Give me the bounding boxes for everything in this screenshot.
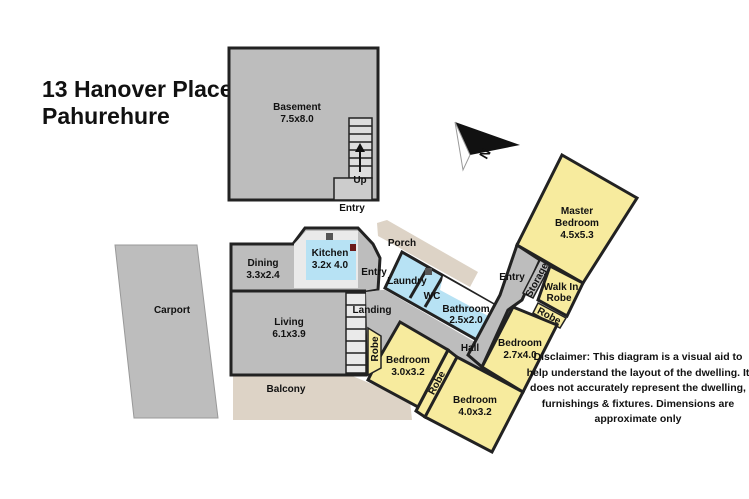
basement-entry-label: Entry [339,203,365,214]
carport [114,244,219,419]
bathroom-label: Bathroom [442,304,489,315]
dining-dims: 3.3x2.4 [246,270,280,281]
bedroom-3-robe-label: Robe [370,336,381,361]
bedroom-4-dims: 4.0x3.2 [458,407,492,418]
hall-label: Hall [461,343,480,354]
porch [377,220,478,287]
disclaimer: Disclaimer: This diagram is a visual aid… [526,351,749,425]
basement-stairs [348,117,373,179]
landing-label: Landing [353,305,392,316]
walkin-label-2: Robe [547,293,572,304]
bedroom-wing: Entry Master Bedroom 4.5x5.3 Storage Wal… [366,152,640,455]
hall [368,290,500,368]
wing-entry-label: Entry [499,272,525,283]
living-dims: 6.1x3.9 [272,329,306,340]
balcony-label: Balcony [267,384,306,395]
dining-label: Dining [247,258,278,269]
laundry-label: Laundry [387,276,427,287]
kitchen-dims: 3.2x 4.0 [312,260,349,271]
bedroom-2-dims: 2.7x4.0 [503,350,537,361]
address-line2: Pahurehure [42,103,170,129]
address-line1: 13 Hanover Place [42,76,233,102]
master-label-2: Bedroom [555,218,599,229]
basement-dims: 7.5x8.0 [280,114,314,125]
master-robe [532,301,568,330]
wet-area: Laundry WC Bathroom 2.5x2.0 [383,249,501,343]
master-dims: 4.5x5.3 [560,230,594,241]
basement: Basement 7.5x8.0 Up Entry [227,46,380,214]
porch-label: Porch [388,238,416,249]
bedroom-3-robe [367,326,382,377]
living-label: Living [274,317,303,328]
kitchen [306,240,356,280]
wc-label: WC [424,291,441,302]
bathroom-dims: 2.5x2.0 [449,315,483,326]
basement-up-label: Up [353,175,366,186]
walkin-label-1: Walk In [544,282,579,293]
basement-door [333,177,373,201]
bedroom-3-dims: 3.0x3.2 [391,367,425,378]
balcony [233,375,412,420]
north-arrow-icon: N [454,121,520,172]
bedroom-4-label: Bedroom [453,395,497,406]
carport-label: Carport [154,305,191,316]
bedroom-3-label: Bedroom [386,355,430,366]
walk-in-robe [536,263,585,319]
master-label-1: Master [561,206,593,217]
entry-label: Entry [361,267,387,278]
kitchen-label: Kitchen [312,248,349,259]
bedroom-2-label: Bedroom [498,338,542,349]
main-level: Dining 3.3x2.4 Kitchen 3.2x 4.0 Living 6… [229,226,387,377]
basement-label: Basement [273,102,321,113]
storage [521,258,551,299]
